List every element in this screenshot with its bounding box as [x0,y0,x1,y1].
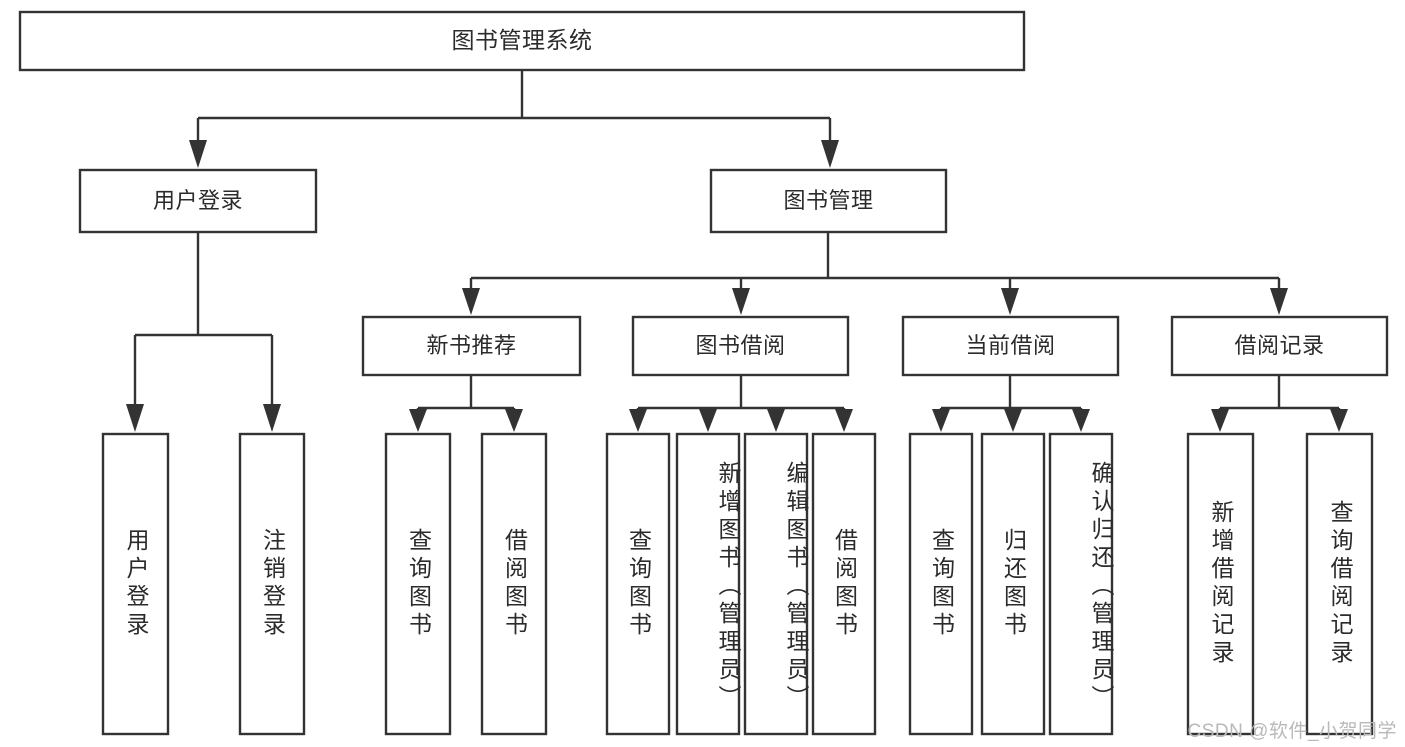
node-box-leaf-current-borrow-1[interactable] [980,432,1046,736]
node-box-root[interactable] [18,10,1026,72]
node-box-new-book-recommend[interactable] [361,315,582,377]
node-box-leaf-book-borrow-0[interactable] [605,432,671,736]
connector-new-book-to-leaves [409,375,523,432]
node-box-leaf-user-login-0[interactable] [101,432,170,736]
connector-user-login-to-leaves [126,232,281,432]
node-box-leaf-book-borrow-2[interactable] [743,432,809,736]
node-box-leaf-borrow-record-1[interactable] [1305,432,1374,736]
node-box-leaf-book-borrow-1[interactable] [675,432,741,736]
connector-book-borrow-to-leaves [629,375,853,432]
watermark-text: CSDN @软件_小贺同学 [1187,721,1397,742]
node-box-leaf-new-book-1[interactable] [480,432,548,736]
node-box-leaf-user-login-1[interactable] [238,432,306,736]
node-box-leaf-new-book-0[interactable] [384,432,452,736]
node-box-borrow-record[interactable] [1170,315,1389,377]
node-box-book-borrow[interactable] [631,315,850,377]
node-box-book-management[interactable] [709,168,948,234]
node-box-leaf-current-borrow-0[interactable] [908,432,974,736]
connector-root-to-level2 [189,70,839,168]
connector-current-borrow-to-leaves [932,375,1090,432]
node-box-current-borrow[interactable] [901,315,1120,377]
connector-borrow-record-to-leaves [1211,375,1348,432]
node-box-leaf-book-borrow-3[interactable] [811,432,877,736]
node-box-user-login[interactable] [78,168,318,234]
node-box-leaf-borrow-record-0[interactable] [1186,432,1255,736]
node-box-leaf-current-borrow-2[interactable] [1048,432,1114,736]
connector-book-management-to-level3 [462,232,1288,315]
